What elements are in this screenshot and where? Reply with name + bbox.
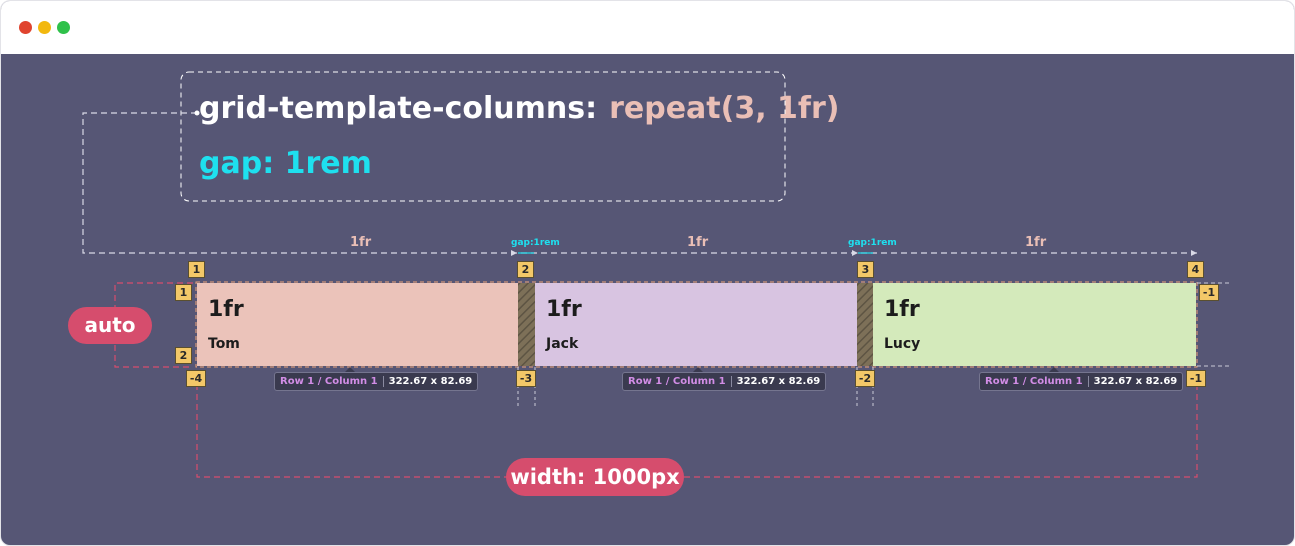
row-line-badge: 1 bbox=[175, 284, 192, 301]
cell-area-tooltip: Row 1 / Column 1 322.67 x 82.69 bbox=[622, 372, 827, 391]
width-bracket bbox=[196, 384, 1198, 478]
close-window-button[interactable] bbox=[19, 21, 32, 34]
code-line-gap: gap: 1rem bbox=[199, 146, 372, 181]
tooltip-area: Row 1 / Column 1 bbox=[623, 376, 732, 387]
minimize-window-button[interactable] bbox=[38, 21, 51, 34]
tooltip-area: Row 1 / Column 1 bbox=[275, 376, 384, 387]
grid-container bbox=[195, 281, 1198, 368]
code-box bbox=[180, 71, 786, 202]
cell-name: Jack bbox=[546, 336, 579, 352]
diagram-canvas: grid-template-columns: repeat(3, 1fr) gap… bbox=[1, 54, 1294, 545]
line-number-badge: -2 bbox=[855, 370, 875, 387]
cell-name: Tom bbox=[208, 336, 240, 352]
column-track-label: 1fr bbox=[687, 235, 709, 250]
gap-2 bbox=[857, 283, 873, 366]
tooltip-area: Row 1 / Column 1 bbox=[980, 376, 1089, 387]
cell-size-label: 1fr bbox=[546, 297, 582, 322]
code-value: repeat(3, 1fr) bbox=[609, 91, 840, 126]
cell-size-label: 1fr bbox=[884, 297, 920, 322]
line-number-badge: 3 bbox=[857, 261, 874, 278]
line-number-badge: -1 bbox=[1186, 370, 1206, 387]
code-line-grid-template: grid-template-columns: repeat(3, 1fr) bbox=[199, 91, 839, 126]
cell-area-tooltip: Row 1 / Column 1 322.67 x 82.69 bbox=[979, 372, 1184, 391]
tooltip-dims: 322.67 x 82.69 bbox=[1093, 376, 1178, 387]
cell-size-label: 1fr bbox=[208, 297, 244, 322]
line-number-badge: 2 bbox=[517, 261, 534, 278]
code-property: grid-template-columns: bbox=[199, 91, 598, 126]
row-height-pill: auto bbox=[68, 307, 152, 344]
code-connector bbox=[82, 112, 197, 254]
grid-item-lucy[interactable]: 1fr Lucy bbox=[873, 283, 1196, 366]
window-titlebar bbox=[1, 1, 1294, 54]
line-number-badge: 1 bbox=[188, 261, 205, 278]
cell-area-tooltip: Row 1 / Column 1 322.67 x 82.69 bbox=[274, 372, 479, 391]
gap-label: gap:1rem bbox=[848, 238, 897, 248]
column-track-label: 1fr bbox=[1025, 235, 1047, 250]
line-number-badge: 4 bbox=[1187, 261, 1204, 278]
maximize-window-button[interactable] bbox=[57, 21, 70, 34]
row-line-badge: 2 bbox=[175, 347, 192, 364]
line-number-badge: -3 bbox=[516, 370, 536, 387]
grid-item-jack[interactable]: 1fr Jack bbox=[535, 283, 857, 366]
container-width-pill: width: 1000px bbox=[506, 458, 684, 496]
tooltip-dims: 322.67 x 82.69 bbox=[736, 376, 821, 387]
cell-name: Lucy bbox=[884, 336, 921, 352]
gap-label: gap:1rem bbox=[511, 238, 560, 248]
row-line-badge: -1 bbox=[1199, 284, 1219, 301]
column-track-label: 1fr bbox=[350, 235, 372, 250]
line-number-badge: -4 bbox=[186, 370, 206, 387]
gap-1 bbox=[518, 283, 535, 366]
tooltip-dims: 322.67 x 82.69 bbox=[388, 376, 473, 387]
grid-item-tom[interactable]: 1fr Tom bbox=[197, 283, 518, 366]
